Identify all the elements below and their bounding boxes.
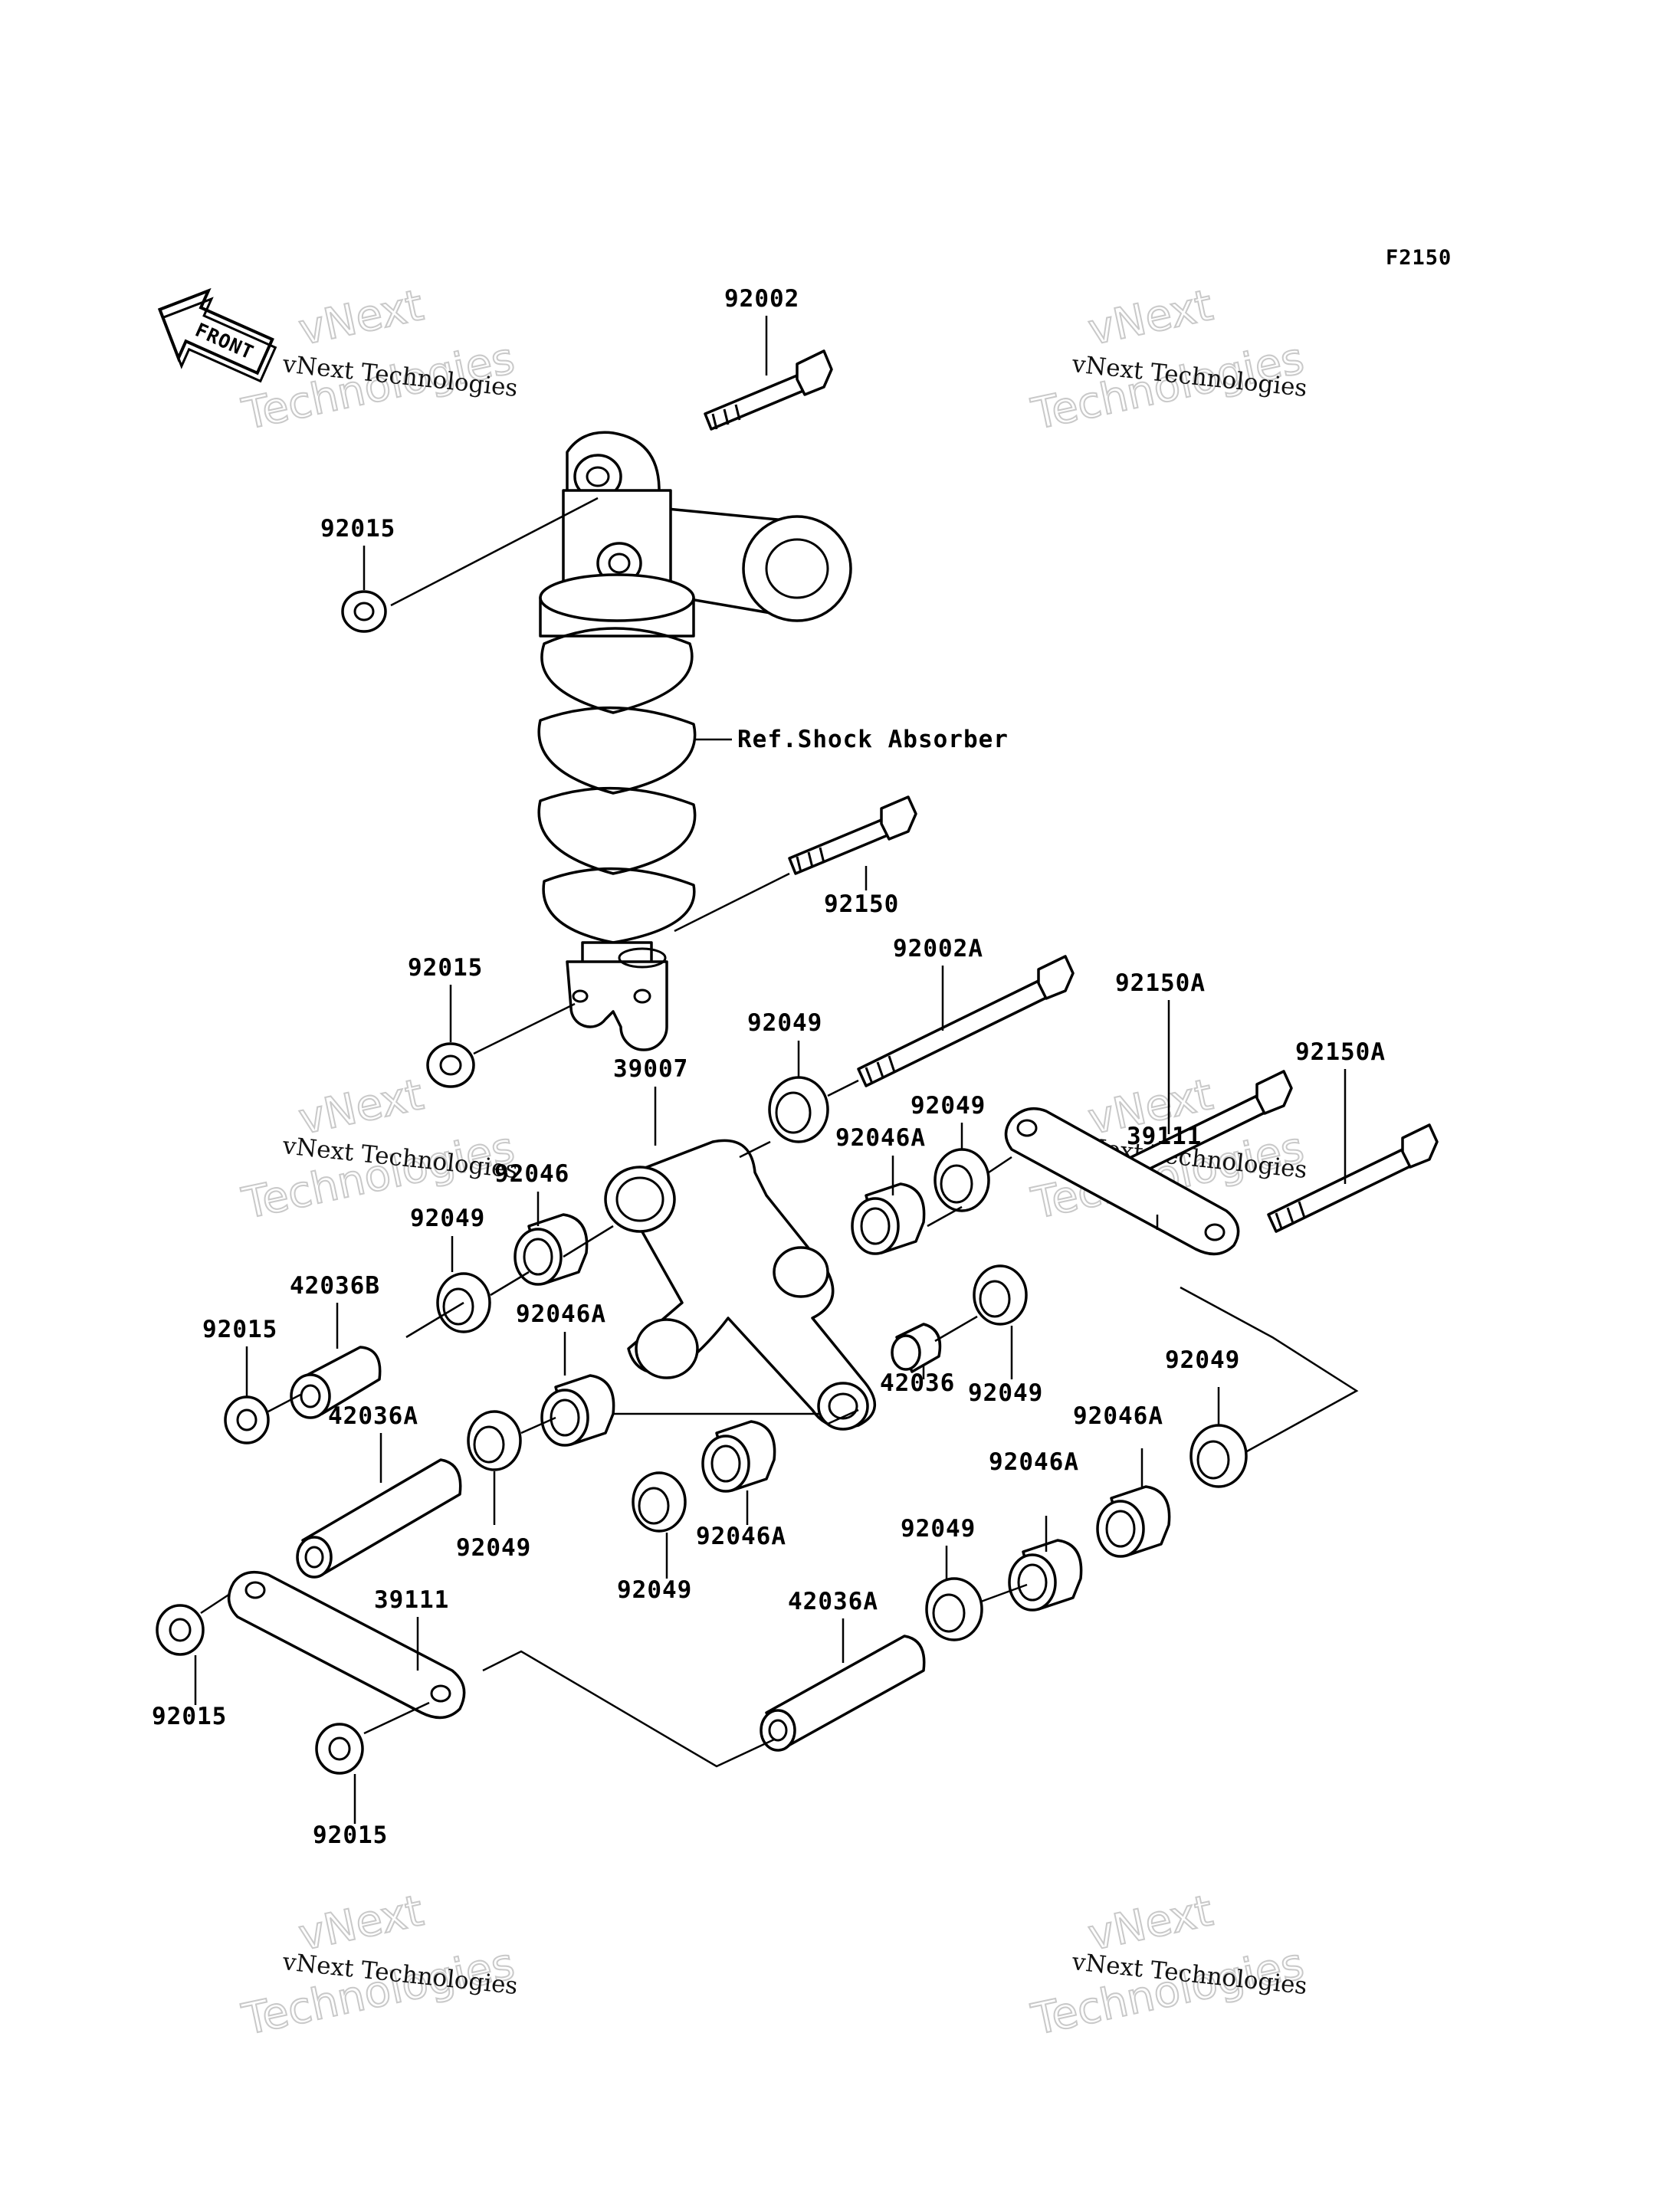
nut-92015-top (341, 590, 387, 633)
collar-42036B (290, 1346, 382, 1419)
label-42036A-left: 42036A (328, 1402, 418, 1430)
label-92049-g: 92049 (1165, 1346, 1240, 1374)
label-92046A-e: 92046A (989, 1448, 1079, 1476)
label-92046A-b: 92046A (516, 1300, 606, 1328)
washer-92049-d (467, 1410, 522, 1471)
bolt-92002 (704, 349, 833, 431)
collar-42036A-left (296, 1458, 462, 1579)
label-92150A-lower: 92150A (1295, 1038, 1386, 1066)
label-39111-left: 39111 (374, 1586, 449, 1614)
collar-42036A-bottom (760, 1635, 926, 1752)
label-42036: 42036 (880, 1369, 955, 1397)
label-92049-b: 92049 (911, 1092, 986, 1120)
label-92015-bottom-left: 92015 (152, 1703, 227, 1730)
bolt-92150 (788, 795, 917, 875)
bearing-92046A-a (851, 1182, 926, 1255)
washer-92049-g (1189, 1424, 1248, 1488)
label-92049-e: 92049 (968, 1379, 1043, 1407)
leader-lines (194, 316, 1359, 1824)
watermark-top-left: vNext Technologies vNext Technologies (237, 280, 519, 441)
label-42036B: 42036B (290, 1272, 380, 1300)
shock-absorber (537, 431, 852, 1051)
bearing-92046A-d (1096, 1485, 1171, 1558)
watermark-bottom-left: vNext Technologies vNext Technologies (237, 1885, 519, 2046)
label-92150A-upper: 92150A (1115, 969, 1206, 997)
label-92046A-a: 92046A (835, 1124, 926, 1152)
label-92002: 92002 (724, 285, 799, 313)
label-92049-d: 92049 (456, 1534, 531, 1562)
rocker-arm-39007 (604, 1139, 876, 1431)
label-92002A: 92002A (893, 935, 983, 962)
washer-92049-h (925, 1577, 983, 1641)
label-92015-top: 92015 (320, 515, 395, 543)
label-92015-mid: 92015 (408, 954, 483, 982)
front-arrow-icon: FRONT (157, 287, 277, 383)
label-92046A-c: 92046A (696, 1523, 786, 1550)
label-92046: 92046 (494, 1160, 569, 1188)
washer-92049-f (632, 1471, 687, 1533)
figure-code: F2150 (1386, 246, 1452, 270)
bolt-92150A-lower (1267, 1123, 1439, 1233)
washer-92049-b (934, 1148, 990, 1212)
ref-shock-absorber-label: Ref.Shock Absorber (737, 726, 1009, 753)
nut-92015-bottom (315, 1723, 364, 1775)
nut-92015-left (224, 1395, 270, 1444)
label-92049-h: 92049 (901, 1515, 976, 1543)
label-92049-f: 92049 (617, 1576, 692, 1604)
svg-text:vNext: vNext (294, 1886, 428, 1961)
washer-92049-e (973, 1264, 1028, 1326)
bearing-92046A-e (1008, 1539, 1083, 1612)
svg-text:vNext: vNext (1084, 1886, 1217, 1961)
label-92015-bottom: 92015 (313, 1822, 388, 1849)
part-labels: 92002 92015 Ref.Shock Absorber 92150 920… (152, 285, 1386, 1849)
label-92015-left: 92015 (202, 1316, 277, 1343)
svg-text:vNext: vNext (1084, 280, 1217, 356)
bearing-92046A-b (540, 1374, 615, 1447)
nut-92015-bottom-left (156, 1604, 205, 1656)
label-92046A-d: 92046A (1073, 1402, 1163, 1430)
collar-42036 (891, 1323, 942, 1373)
svg-text:vNext: vNext (294, 1070, 428, 1145)
tie-rod-39111-right (1004, 1107, 1240, 1256)
svg-text:vNext: vNext (294, 280, 428, 356)
bearing-92046 (514, 1213, 589, 1286)
tie-rod-39111-left (227, 1570, 466, 1720)
bearing-92046A-c (701, 1420, 776, 1493)
nut-92015-mid (426, 1042, 475, 1088)
label-39007: 39007 (613, 1055, 688, 1083)
watermark-bottom-right: vNext Technologies vNext Technologies (1026, 1885, 1308, 2046)
bolt-92002A (857, 955, 1075, 1087)
label-92049-a: 92049 (747, 1009, 822, 1037)
watermark-top-right: vNext Technologies vNext Technologies (1026, 280, 1308, 441)
label-39111-right: 39111 (1127, 1123, 1202, 1150)
label-92049-c: 92049 (410, 1205, 485, 1232)
label-92150: 92150 (824, 890, 899, 918)
label-42036A-bottom: 42036A (788, 1588, 878, 1615)
washer-92049-a (768, 1076, 829, 1143)
